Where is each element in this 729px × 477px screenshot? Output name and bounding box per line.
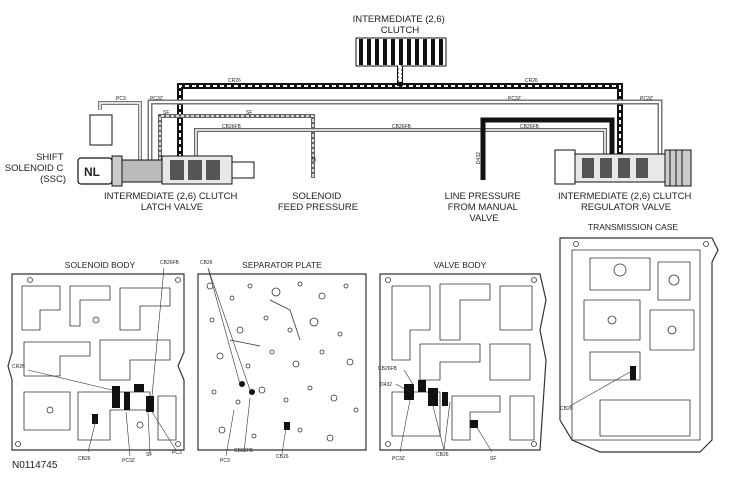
sf-label-mid: SF	[246, 110, 252, 116]
vb-cb26fb-callout: CB26FB	[378, 366, 398, 372]
shift-solenoid-c	[77, 114, 163, 187]
vb-cb26-callout: CB26	[436, 452, 449, 458]
valve-body-highlight	[404, 380, 478, 428]
line-pressure-label: LINE PRESSURE FROM MANUAL VALVE	[445, 191, 524, 224]
tc-cb26-callout: CB26	[560, 406, 573, 412]
transmission-case-highlight	[630, 366, 636, 380]
sp-cb26-callout: CB26	[276, 454, 289, 460]
transmission-case-drawing	[559, 237, 719, 453]
d432-passage	[480, 117, 615, 180]
solenoid-body-callout-lines	[27, 267, 177, 457]
pc3z-passage	[147, 99, 663, 160]
separator-plate-title: SEPARATOR PLATE	[242, 260, 322, 270]
sb-cb26-callout: CB26	[78, 456, 91, 462]
cb26fb-passage	[194, 128, 607, 160]
valve-body-drawing	[379, 273, 547, 451]
sb-pc3z-callout: PC3Z	[122, 458, 135, 464]
pc3-label: PC3	[116, 96, 126, 102]
sf-passage	[158, 114, 315, 178]
vb-pc3z-callout: PC3Z	[392, 456, 405, 462]
cb26fb-label-left: CB26FB	[222, 124, 242, 130]
shift-solenoid-label: SHIFT SOLENOID C (SSC)	[5, 152, 66, 185]
regulator-valve-label: INTERMEDIATE (2,6) CLUTCH REGULATOR VALV…	[558, 191, 694, 213]
figure-id: N0114745	[12, 460, 58, 471]
pc3z-label-right: PC3Z	[640, 96, 653, 102]
intermediate-clutch-label: INTERMEDIATE (2,6) CLUTCH	[353, 14, 448, 36]
valve-body-title: VALVE BODY	[434, 260, 487, 270]
sp-cb26fb-callout: CB26FB	[234, 448, 254, 454]
cb26fb-label-right: CB26FB	[520, 124, 540, 130]
sf-vertical-label: SF	[312, 156, 318, 162]
sp-pc3-callout: PC3	[220, 458, 230, 464]
pc3z-label-left: PC3Z	[150, 96, 163, 102]
transmission-case-title: TRANSMISSION CASE	[588, 222, 679, 232]
nl-label: NL	[84, 165, 100, 179]
sb-cb26fb-callout: CB26FB	[160, 260, 180, 266]
latch-valve-label: INTERMEDIATE (2,6) CLUTCH LATCH VALVE	[104, 191, 240, 213]
sb-sf-callout: SF	[146, 452, 152, 458]
pc3z-label-mid: PC3Z	[508, 96, 521, 102]
tc-callout-line	[569, 371, 631, 407]
intermediate-clutch-pack	[355, 37, 447, 83]
sb-pc3-callout: PC3	[172, 450, 182, 456]
solenoid-body-drawing	[7, 273, 185, 451]
solenoid-body-title: SOLENOID BODY	[65, 260, 136, 270]
cr26-label-right: CR26	[525, 78, 538, 84]
sb-cr26-callout: CR26	[12, 364, 25, 370]
separator-plate-drawing	[197, 273, 367, 451]
d432-vertical-label: D432	[476, 152, 482, 164]
sp-cb26-top-callout: CB26	[200, 260, 213, 266]
separator-plate-highlight	[239, 381, 290, 430]
separator-plate-callout-lines	[207, 267, 287, 457]
cr26-label-left: CR26	[228, 78, 241, 84]
pc3-passage	[98, 101, 142, 160]
valve-body-callout-lines	[395, 369, 493, 453]
cb26fb-label-mid: CB26FB	[392, 124, 412, 130]
vb-d432-callout: D432	[380, 382, 392, 388]
regulator-valve	[554, 149, 692, 187]
sf-label-left: SF	[163, 110, 169, 116]
latch-valve	[161, 155, 255, 185]
solenoid-body-highlight	[92, 384, 154, 424]
solenoid-feed-label: SOLENOID FEED PRESSURE	[278, 191, 358, 213]
vb-sf-callout: SF	[490, 456, 496, 462]
cr26-passage	[177, 82, 623, 158]
